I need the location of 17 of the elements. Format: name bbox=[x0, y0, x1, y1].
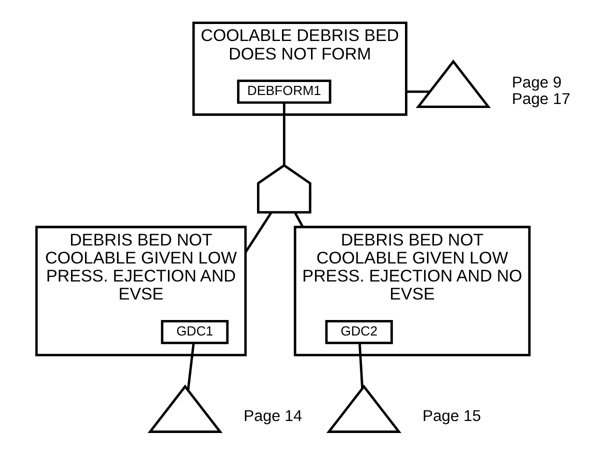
node-triangle bbox=[326, 384, 402, 433]
connector bbox=[358, 342, 364, 389]
node-label: Page 9 bbox=[512, 74, 562, 92]
node-gate bbox=[256, 164, 312, 214]
node-label: Page 14 bbox=[244, 408, 302, 425]
node-label: Page 15 bbox=[422, 408, 481, 425]
connector bbox=[294, 212, 304, 228]
node-box: DEBFORM1 bbox=[237, 80, 332, 104]
node-label: Page 17 bbox=[512, 91, 570, 108]
connector bbox=[282, 102, 286, 166]
connector bbox=[186, 342, 195, 390]
node-triangle bbox=[416, 60, 491, 108]
node-box: GDC1 bbox=[160, 320, 229, 344]
connector bbox=[406, 90, 430, 93]
node-triangle bbox=[148, 384, 223, 433]
node-box: GDC2 bbox=[325, 320, 393, 344]
connector bbox=[244, 212, 272, 254]
